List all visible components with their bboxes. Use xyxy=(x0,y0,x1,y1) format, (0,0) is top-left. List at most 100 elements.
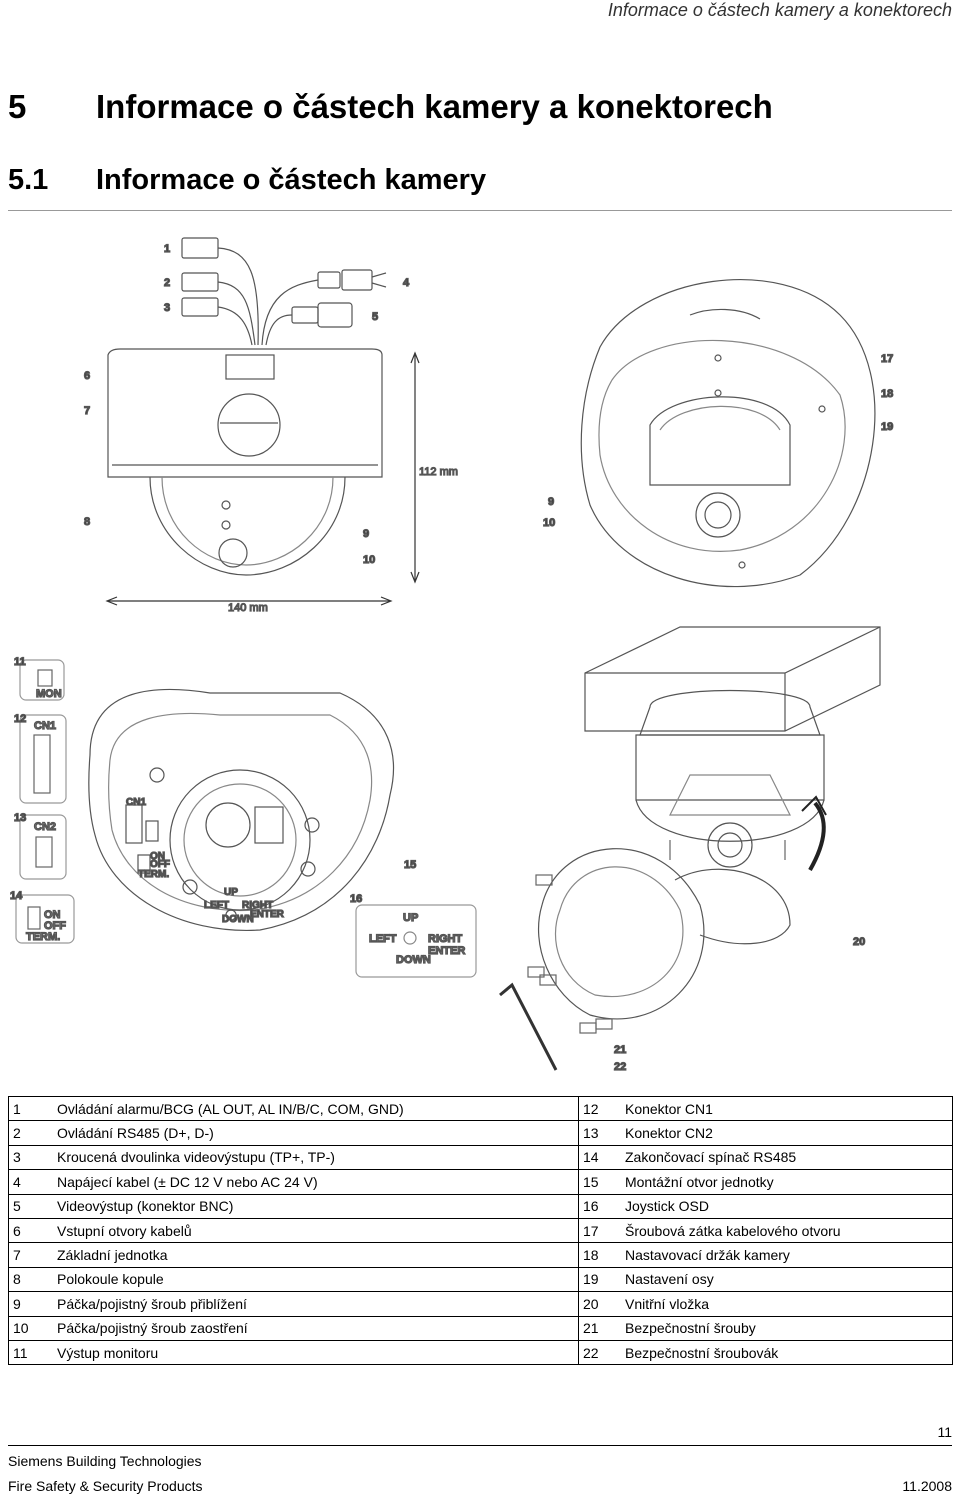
legend-text-left: Ovládání RS485 (D+, D-) xyxy=(53,1120,579,1146)
dimension-height: 112 mm xyxy=(419,466,458,478)
legend-text-right: Šroubová zátka kabelového otvoru xyxy=(620,1217,953,1244)
legend-number-right: 13 xyxy=(577,1120,621,1146)
callout-22: 22 xyxy=(614,1061,626,1073)
joystick-up-label: UP xyxy=(403,912,418,924)
legend-number-left: 6 xyxy=(8,1217,53,1244)
legend-number-right: 19 xyxy=(577,1266,621,1293)
legend-number-right: 20 xyxy=(577,1291,621,1317)
callout-8: 8 xyxy=(84,516,90,528)
legend-text-left: Výstup monitoru xyxy=(53,1339,579,1366)
callout-21: 21 xyxy=(614,1044,626,1056)
exploded-view-drawing xyxy=(499,626,881,1071)
callout-17: 17 xyxy=(881,353,893,365)
legend-text-left: Páčka/pojistný šroub přiblížení xyxy=(53,1291,579,1317)
cn2-label: CN2 xyxy=(34,821,56,833)
callout-14: 14 xyxy=(10,890,23,902)
legend-text-left: Polokoule kopule xyxy=(53,1266,579,1293)
subsection-number: 5.1 xyxy=(8,164,49,196)
section-heading: 5 Informace o částech kamery a konektorec… xyxy=(8,88,773,126)
legend-number-left: 8 xyxy=(8,1266,53,1293)
legend-text-right: Montážní otvor jednotky xyxy=(620,1169,953,1195)
callout-7: 7 xyxy=(84,405,90,417)
legend-number-right: 15 xyxy=(577,1169,621,1195)
callout-18: 18 xyxy=(881,388,893,400)
cn2-inset xyxy=(19,814,67,880)
camera-parts-figure: 1 2 3 4 5 6 7 8 9 10 112 mm 140 mm 17 18… xyxy=(9,237,894,1074)
joystick-left-label: LEFT xyxy=(369,933,397,945)
legend-number-right: 12 xyxy=(577,1095,621,1122)
section-number: 5 xyxy=(8,88,27,125)
term-on-label: ON xyxy=(44,909,61,921)
footer-date: 11.2008 xyxy=(902,1478,952,1494)
callout-16: 16 xyxy=(350,893,362,905)
term-off-label: OFF xyxy=(44,920,66,932)
board-off-label: OFF xyxy=(150,859,170,870)
top-view-drawing xyxy=(580,279,876,588)
callout-19: 19 xyxy=(881,421,893,433)
callout-10-top: 10 xyxy=(543,517,555,529)
callout-20: 20 xyxy=(853,936,865,948)
legend-number-left: 1 xyxy=(8,1095,53,1122)
callout-9-top: 9 xyxy=(548,496,554,508)
legend-text-left: Videovýstup (konektor BNC) xyxy=(53,1193,579,1219)
legend-text-left: Napájecí kabel (± DC 12 V nebo AC 24 V) xyxy=(53,1169,579,1195)
running-header: Informace o částech kamery a konektorech xyxy=(607,0,952,20)
callout-11: 11 xyxy=(14,656,26,668)
callout-4: 4 xyxy=(403,277,410,289)
callout-9-side: 9 xyxy=(363,528,369,540)
legend-text-left: Základní jednotka xyxy=(53,1242,579,1268)
legend-number-left: 5 xyxy=(8,1193,53,1219)
section-title: Informace o částech kamery a konektorech xyxy=(96,88,773,125)
callout-6: 6 xyxy=(84,370,90,382)
legend-number-left: 2 xyxy=(8,1120,53,1146)
legend-text-right: Konektor CN1 xyxy=(620,1095,953,1122)
legend-text-left: Ovládání alarmu/BCG (AL OUT, AL IN/B/C, … xyxy=(53,1095,579,1122)
callout-12: 12 xyxy=(14,713,26,725)
cn1-label: CN1 xyxy=(34,720,56,732)
joystick-inset xyxy=(355,904,477,978)
board-on-label: ON xyxy=(150,851,165,862)
mon-inset xyxy=(19,659,65,701)
legend-number-left: 9 xyxy=(8,1291,53,1317)
callout-13: 13 xyxy=(14,812,26,824)
board-down-label: DOWN xyxy=(222,914,254,925)
legend-text-right: Nastavovací držák kamery xyxy=(620,1242,953,1268)
legend-text-right: Joystick OSD xyxy=(620,1193,953,1219)
board-term-label: TERM. xyxy=(138,869,169,880)
side-view-drawing xyxy=(105,237,420,606)
callout-15: 15 xyxy=(404,859,416,871)
heading-rule xyxy=(8,210,952,211)
footer-division: Fire Safety & Security Products xyxy=(8,1478,203,1494)
legend-number-left: 4 xyxy=(8,1169,53,1195)
board-cn1-label: CN1 xyxy=(126,797,146,808)
callout-2: 2 xyxy=(164,277,170,289)
legend-number-right: 17 xyxy=(577,1217,621,1244)
legend-number-left: 10 xyxy=(8,1315,53,1341)
legend-number-right: 21 xyxy=(577,1315,621,1341)
legend-text-right: Zakončovací spínač RS485 xyxy=(620,1144,953,1171)
joystick-down-label: DOWN xyxy=(396,954,431,966)
callout-10-side: 10 xyxy=(363,554,375,566)
legend-number-right: 16 xyxy=(577,1193,621,1219)
legend-text-left: Páčka/pojistný šroub zaostření xyxy=(53,1315,579,1341)
footer-rule xyxy=(8,1445,952,1446)
legend-text-left: Kroucená dvoulinka videovýstupu (TP+, TP… xyxy=(53,1144,579,1171)
footer-company: Siemens Building Technologies xyxy=(8,1453,202,1469)
joystick-enter-label: ENTER xyxy=(428,945,465,957)
dimension-width: 140 mm xyxy=(228,602,268,614)
legend-number-left: 3 xyxy=(8,1144,53,1171)
callout-1: 1 xyxy=(164,243,170,255)
legend-number-left: 11 xyxy=(8,1339,53,1366)
legend-text-right: Nastavení osy xyxy=(620,1266,953,1293)
callout-3: 3 xyxy=(164,302,170,314)
legend-text-right: Bezpečnostní šroubovák xyxy=(620,1339,953,1366)
